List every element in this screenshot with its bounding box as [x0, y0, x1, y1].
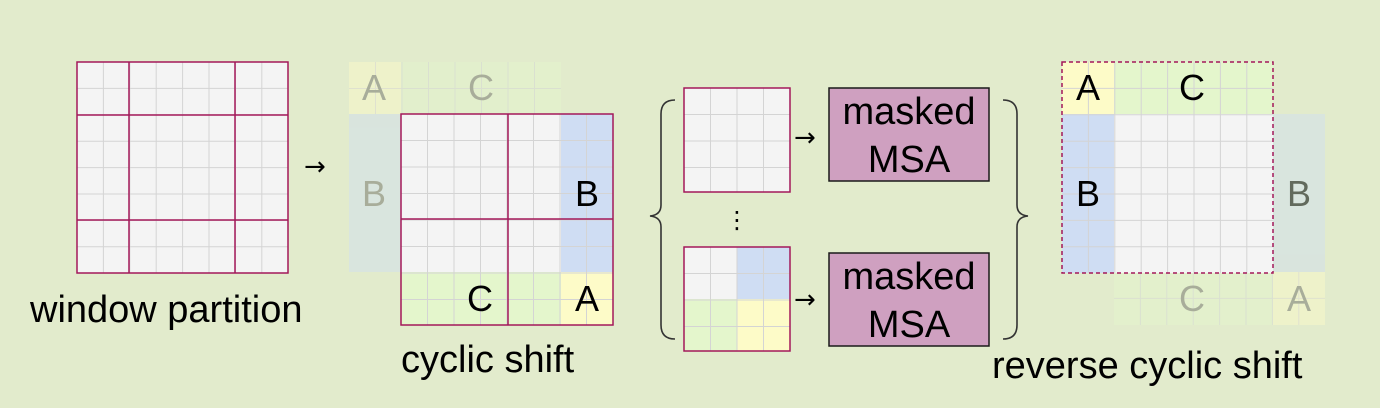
arrow-icon: → [794, 285, 816, 315]
msa-line2: MSA [868, 139, 951, 181]
left-brace-icon [649, 99, 676, 340]
region-c-label: C [467, 278, 493, 319]
masked-msa-box-bottom: masked MSA [828, 252, 990, 347]
right-brace-icon [1002, 99, 1029, 340]
faded-region-c-label: C [1179, 278, 1205, 319]
faded-region-a-label: A [362, 67, 386, 108]
faded-region-b-label: B [362, 173, 386, 214]
faded-region-b-label: B [1287, 173, 1311, 214]
region-b-label: B [575, 173, 599, 214]
msa-line1: masked [842, 91, 975, 133]
ellipsis-icon: ⋮ [725, 206, 749, 234]
reverse-cyclic-shift-diagram: B C A A C B [1061, 61, 1325, 325]
masked-msa-box-top: masked MSA [828, 87, 990, 182]
region-a-label: A [575, 278, 599, 319]
window-top [683, 87, 791, 193]
msa-line1: masked [842, 256, 975, 298]
msa-line2: MSA [868, 304, 951, 346]
faded-region-c-label: C [468, 67, 494, 108]
arrow-icon: → [304, 152, 326, 182]
faded-region-a-label: A [1287, 278, 1311, 319]
cyclic-shift-diagram: A C B B C A [349, 62, 614, 326]
window-partition-grid [76, 61, 289, 274]
region-a-label: A [1076, 67, 1100, 108]
window-bottom [683, 246, 791, 352]
arrow-icon: → [794, 123, 816, 153]
region-b-label: B [1076, 173, 1100, 214]
window-partition-label: window partition [29, 289, 302, 331]
cyclic-shift-label: cyclic shift [401, 339, 575, 381]
reverse-cyclic-shift-label: reverse cyclic shift [992, 345, 1303, 387]
region-c-label: C [1179, 67, 1205, 108]
